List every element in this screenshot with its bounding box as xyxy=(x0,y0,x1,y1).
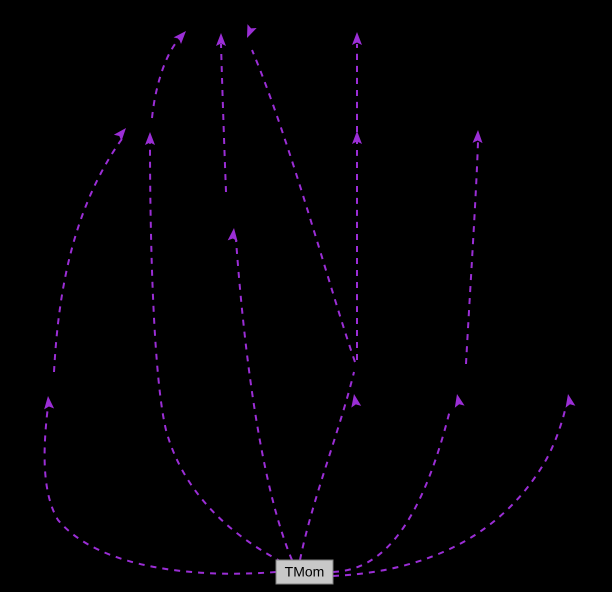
edge-line xyxy=(332,409,451,573)
arrowhead-icon xyxy=(352,32,362,45)
edge-line xyxy=(299,371,355,561)
graph-edge xyxy=(332,394,576,577)
graph-edge xyxy=(227,228,293,561)
arrowhead-icon xyxy=(352,131,362,144)
arrowhead-icon xyxy=(472,130,483,144)
edge-line xyxy=(151,37,181,119)
node-label: TMom xyxy=(285,564,325,580)
arrowhead-icon xyxy=(247,24,257,38)
arrowhead-icon xyxy=(351,394,362,408)
arrowhead-icon xyxy=(44,396,55,410)
edge-line xyxy=(235,239,293,561)
edge-line xyxy=(220,43,227,193)
arrowhead-icon xyxy=(113,128,126,142)
graph-edge xyxy=(43,396,277,575)
edge-line xyxy=(251,49,356,363)
graph-edge xyxy=(53,128,126,373)
graph-edge xyxy=(151,31,186,119)
graph-node-tmom[interactable]: TMom xyxy=(275,559,334,585)
edge-line xyxy=(465,141,479,365)
edge-line xyxy=(53,135,125,373)
graph-edge xyxy=(216,33,227,193)
graph-edge xyxy=(352,32,362,360)
edge-line xyxy=(149,141,283,563)
arrowhead-icon xyxy=(227,228,238,242)
edge-line xyxy=(332,405,567,577)
edge-line xyxy=(43,405,277,575)
graph-edge xyxy=(145,132,283,563)
graph-edge xyxy=(247,24,356,363)
graph-edge xyxy=(465,130,483,365)
graph-edge xyxy=(332,394,465,573)
arrowhead-icon xyxy=(454,394,465,408)
graph-edge xyxy=(352,44,362,144)
graph-edge xyxy=(299,371,362,561)
arrowhead-icon xyxy=(216,33,226,46)
node-box[interactable] xyxy=(275,559,334,585)
nodes-layer: TMom xyxy=(275,559,334,585)
arrowhead-icon xyxy=(145,132,155,145)
arrowhead-icon xyxy=(565,394,576,408)
arrowhead-icon xyxy=(173,31,186,45)
edges-layer xyxy=(43,24,576,577)
